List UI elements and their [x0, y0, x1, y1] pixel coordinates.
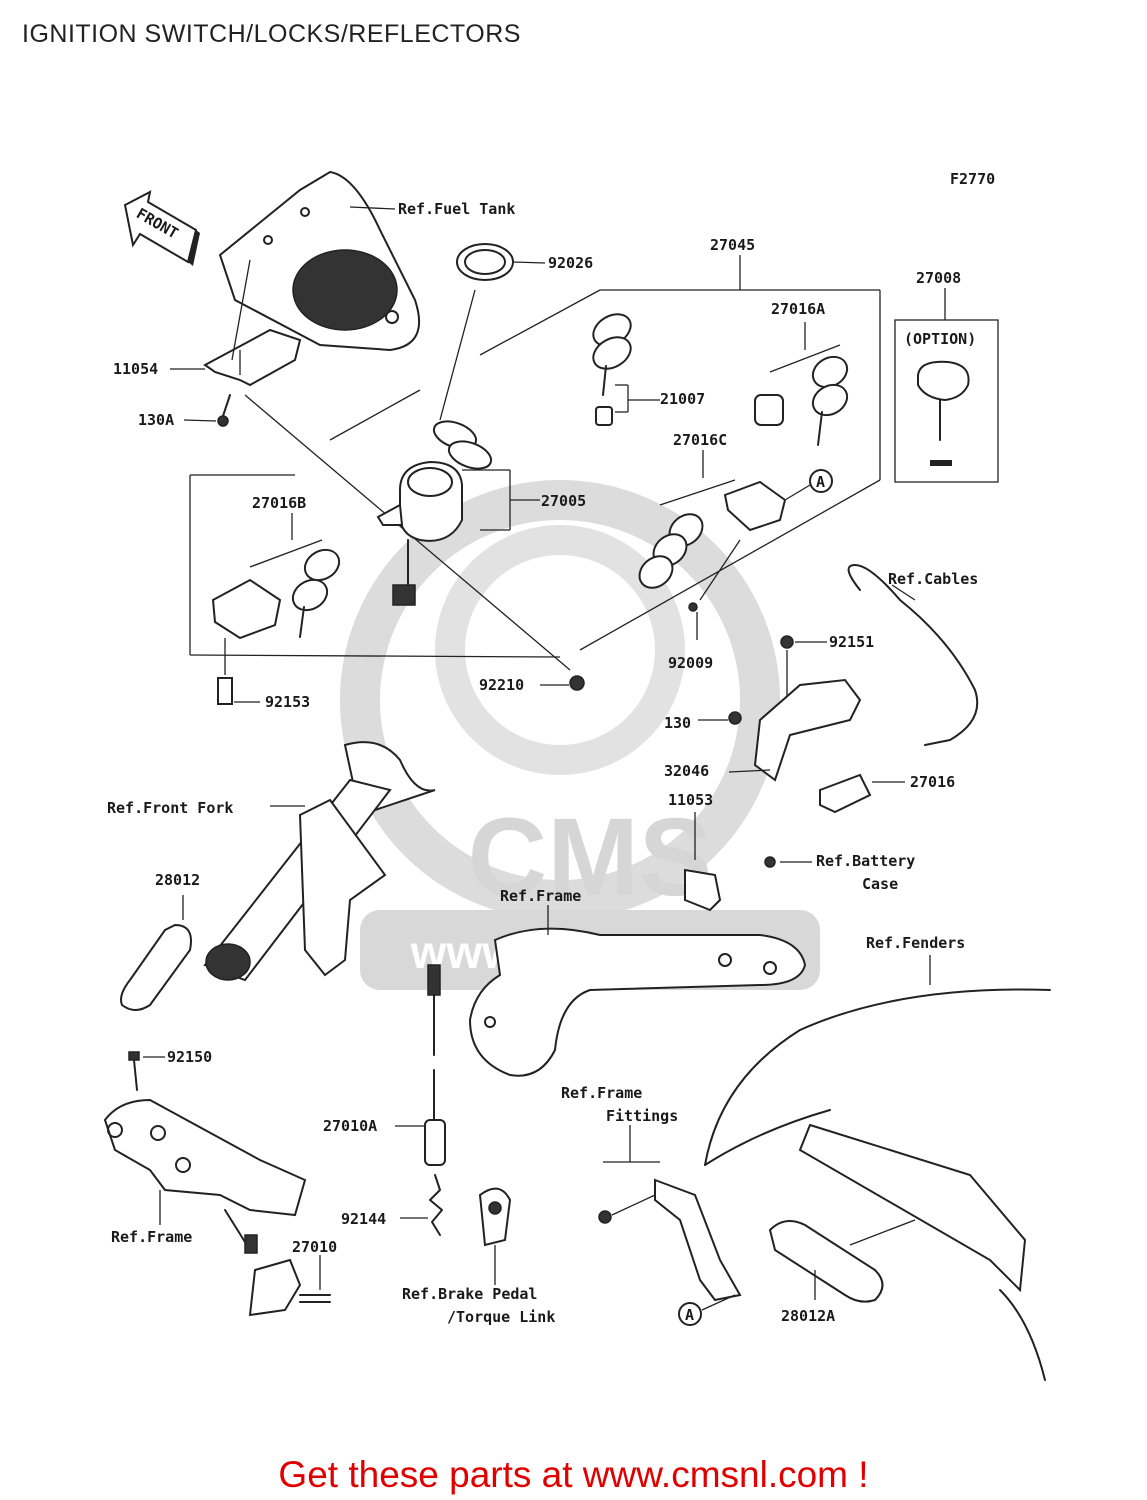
callout-a-upper: A [809, 469, 833, 493]
cms-watermark: CMS www.cmsnl.com [340, 480, 820, 990]
ref-fenders-part [704, 955, 1051, 1381]
part-92210-nut [540, 675, 585, 691]
part-27016c-lock [638, 450, 811, 589]
part-92009-screw [688, 539, 741, 640]
part-92144-spring [400, 1174, 443, 1236]
ref-frame-fittings-part [598, 1125, 742, 1302]
part-92210-label: 92210 [479, 676, 524, 694]
ref-battery-case-label-1: Ref.Battery [816, 852, 915, 870]
part-27005-ignition-switch [376, 420, 540, 606]
part-27016a-lock [754, 322, 849, 446]
ref-frame-fittings-label-1: Ref.Frame [561, 1084, 642, 1102]
part-130-label: 130 [664, 714, 691, 732]
ref-frame-part [468, 905, 807, 1077]
part-92150-bolt [128, 1051, 165, 1091]
part-32046-holder [698, 635, 905, 814]
ref-brake-pedal-label-2: /Torque Link [447, 1308, 555, 1326]
part-21007-keys [592, 313, 660, 426]
ref-front-fork-label: Ref.Front Fork [107, 799, 233, 817]
part-92150-label: 92150 [167, 1048, 212, 1066]
part-92144-label: 92144 [341, 1210, 386, 1228]
kit-27045-bracket [189, 255, 881, 658]
part-27016c-label: 27016C [673, 431, 727, 449]
part-11053-bracket [684, 812, 812, 912]
part-21007-label: 21007 [660, 390, 705, 408]
part-27016b-lock [211, 513, 341, 675]
callout-a-lower: A [678, 1294, 736, 1326]
part-92026-label: 92026 [548, 254, 593, 272]
svg-text:A: A [685, 1306, 694, 1324]
part-92153-label: 92153 [265, 693, 310, 711]
part-27005-label: 27005 [541, 492, 586, 510]
ref-brake-pedal-part [478, 1187, 512, 1285]
part-28012-label: 28012 [155, 871, 200, 889]
ref-cables-part [847, 564, 979, 746]
part-130a-label: 130A [138, 411, 174, 429]
fuel-tank-cover [218, 170, 420, 352]
part-92009-label: 92009 [668, 654, 713, 672]
part-27010a-label: 27010A [323, 1117, 377, 1135]
figure-code: F2770 [950, 170, 995, 188]
ref-front-fork-part [203, 741, 436, 982]
kit-27045-label: 27045 [710, 236, 755, 254]
footer-link[interactable]: Get these parts at www.cmsnl.com ! [278, 1454, 869, 1495]
part-11054-label: 11054 [113, 360, 158, 378]
part-27016b-label: 27016B [252, 494, 306, 512]
option-label: (OPTION) [904, 330, 976, 348]
ref-frame-left-label: Ref.Frame [111, 1228, 192, 1246]
part-27016-label: 27016 [910, 773, 955, 791]
ref-frame-top-label: Ref.Frame [500, 887, 581, 905]
part-28012-reflector [120, 895, 192, 1011]
part-28012a-reflector [768, 1219, 916, 1303]
watermark-logo: CMS [468, 796, 712, 919]
part-32046-label: 32046 [664, 762, 709, 780]
ref-cables-label: Ref.Cables [888, 570, 978, 588]
ref-brake-pedal-label-1: Ref.Brake Pedal [402, 1285, 537, 1303]
part-27010-label: 27010 [292, 1238, 337, 1256]
part-27008-label: 27008 [916, 269, 961, 287]
part-92153-bolt [217, 677, 260, 705]
ref-battery-case-label-2: Case [862, 875, 898, 893]
part-11054-bracket [170, 259, 302, 387]
part-130a-bolt [183, 394, 231, 427]
part-11053-label: 11053 [668, 791, 713, 809]
svg-text:A: A [816, 473, 825, 491]
page-title: IGNITION SWITCH/LOCKS/REFLECTORS [22, 20, 521, 48]
part-27016a-label: 27016A [771, 300, 825, 318]
part-27010a-switch [395, 964, 446, 1166]
ref-frame-left-part [103, 1098, 307, 1225]
part-27010-switch [224, 1209, 331, 1317]
part-92026-ring [456, 243, 546, 281]
part-27008-option-key [894, 288, 999, 483]
part-92151-label: 92151 [829, 633, 874, 651]
front-arrow-icon: FRONT [123, 190, 200, 266]
part-28012a-label: 28012A [781, 1307, 835, 1325]
ref-frame-fittings-label-2: Fittings [606, 1107, 678, 1125]
ref-fenders-label: Ref.Fenders [866, 934, 965, 952]
ref-fuel-tank-label: Ref.Fuel Tank [398, 200, 515, 218]
